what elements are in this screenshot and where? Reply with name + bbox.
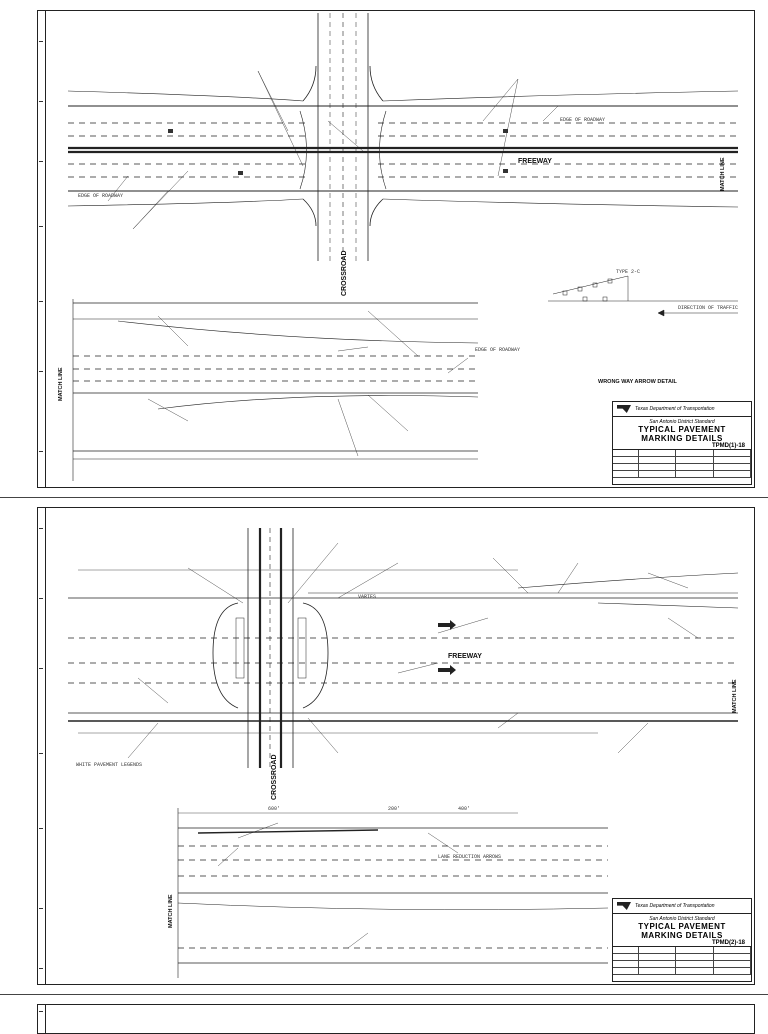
match-line-label-sheet-2-lower: MATCH LINE: [168, 894, 174, 928]
drawing-sheet-2: FREEWAY CROSSROAD MATCH LINE VARIES WHIT…: [37, 507, 755, 985]
lane-reduction-arrows-label: LANE REDUCTION ARROWS: [438, 854, 501, 860]
sheet-id: TPMD(1)-18: [613, 443, 751, 450]
edge-of-roadway-label-right: EDGE OF ROADWAY: [560, 117, 605, 123]
district-standard: San Antonio District Standard: [649, 419, 715, 425]
sheet-separator-2: [0, 994, 768, 995]
revision-grid: [613, 450, 751, 478]
agency-name: Texas Department of Transportation: [613, 402, 751, 417]
direction-of-traffic-label: DIRECTION OF TRAFFIC: [678, 305, 738, 311]
sheet-2-plan-drawing: FREEWAY CROSSROAD MATCH LINE VARIES WHIT…: [68, 528, 739, 978]
sheet-title-line-2: MARKING DETAILS: [641, 931, 723, 940]
dimension-200: 200': [388, 806, 400, 812]
dimension-400: 400': [458, 806, 470, 812]
match-line-label-sheet-1-lower: MATCH LINE: [58, 367, 64, 401]
match-line-label-sheet-1-upper: MATCH LINE: [720, 157, 726, 191]
title-block-sheet-2: Texas Department of Transportation San A…: [612, 898, 752, 982]
agency-name: Texas Department of Transportation: [613, 899, 751, 914]
freeway-label-sheet-2: FREEWAY: [448, 653, 482, 660]
crossroad-label-sheet-2: CROSSROAD: [271, 754, 278, 800]
sheet-2-edge-strip: [38, 508, 46, 984]
txdot-logo-icon: [617, 405, 631, 413]
match-line-label-sheet-2-right: MATCH LINE: [732, 679, 738, 713]
sheet-separator-1: [0, 497, 768, 498]
edge-of-roadway-label-left: EDGE OF ROADWAY: [78, 193, 123, 199]
txdot-logo-icon: [617, 902, 631, 910]
drawing-sheet-3-partial: [37, 1004, 755, 1034]
title-block-sheet-1: Texas Department of Transportation San A…: [612, 401, 752, 485]
sheet-3-edge-strip: [38, 1005, 46, 1033]
sheet-title-line-1: TYPICAL PAVEMENT: [638, 922, 726, 931]
drawing-sheet-1: EDGE OF ROADWAY EDGE OF ROADWAY FREEWAY …: [37, 10, 755, 488]
edge-of-roadway-label-lower: EDGE OF ROADWAY: [475, 347, 520, 353]
sheet-1-edge-strip: [38, 11, 46, 487]
district-standard: San Antonio District Standard: [649, 916, 715, 922]
type-2c-label: TYPE 2-C: [616, 269, 640, 275]
varies-dimension-label: VARIES: [358, 594, 376, 600]
wrong-way-arrow-detail-title: WRONG WAY ARROW DETAIL: [598, 379, 677, 385]
freeway-label-sheet-1: FREEWAY: [518, 158, 552, 165]
white-pavement-legend-label: WHITE PAVEMENT LEGENDS: [76, 762, 142, 768]
sheet-title-line-1: TYPICAL PAVEMENT: [638, 425, 726, 434]
sheet-title-line-2: MARKING DETAILS: [641, 434, 723, 443]
crossroad-label-sheet-1: CROSSROAD: [341, 250, 348, 296]
sheet-1-plan-drawing: EDGE OF ROADWAY EDGE OF ROADWAY FREEWAY …: [58, 13, 738, 481]
dimension-600: 600': [268, 806, 280, 812]
revision-grid: [613, 947, 751, 975]
sheet-id: TPMD(2)-18: [613, 940, 751, 947]
